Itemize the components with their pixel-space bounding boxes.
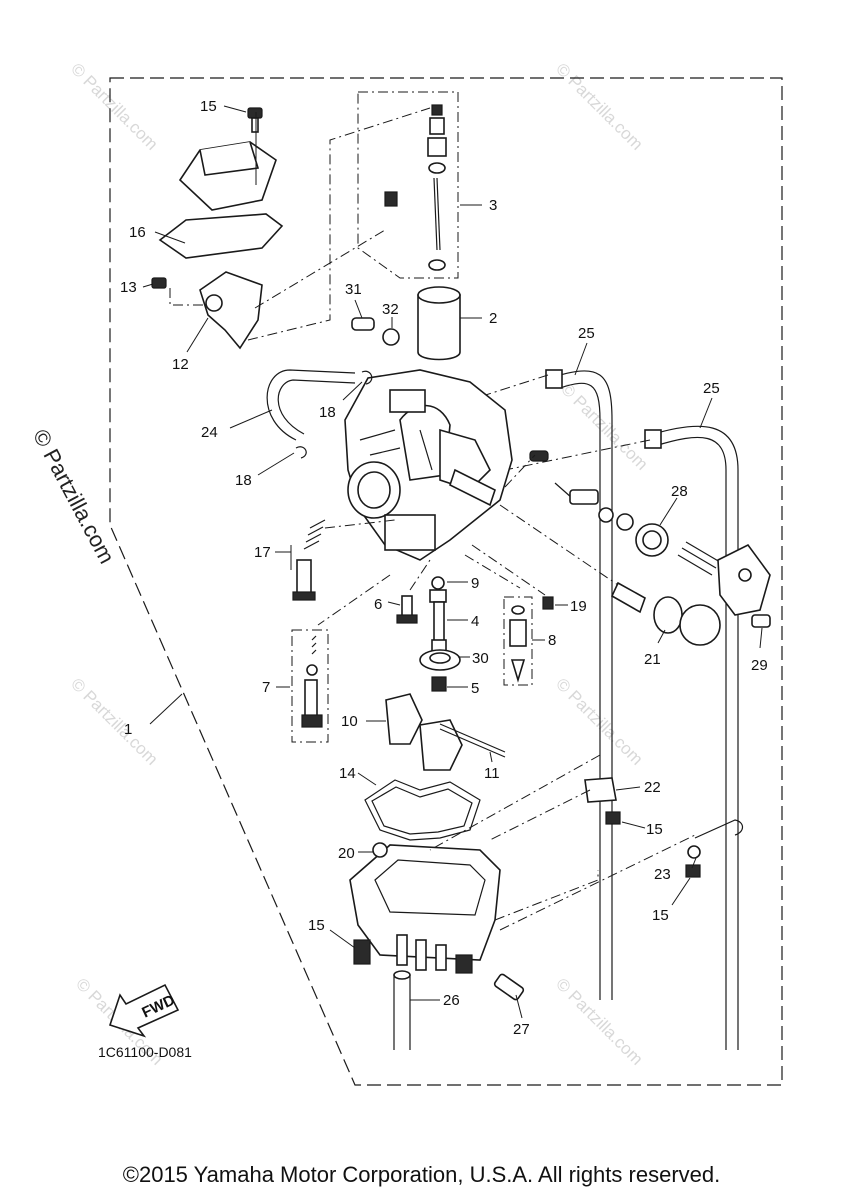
callout-27: 27 [513, 1021, 530, 1038]
drain-hose-group [469, 369, 739, 1050]
callout-24: 24 [201, 424, 218, 441]
callout-25b: 25 [703, 380, 720, 397]
bracket-group [429, 754, 744, 878]
float-bowl-gasket [364, 779, 481, 841]
callout-16: 16 [129, 224, 146, 241]
diagram-code: 1C61100-D081 [98, 1044, 192, 1060]
watermark: © Partzilla.com [552, 59, 646, 153]
callout-15: 15 [200, 98, 217, 115]
leader-lines [142, 105, 763, 1019]
hose-clip [361, 370, 373, 385]
carburetor-body [344, 369, 513, 561]
callout-14: 14 [339, 765, 356, 782]
callout-31: 31 [345, 281, 362, 298]
needle-valve-set-box [503, 596, 533, 686]
fwd-arrow: FWD [108, 983, 180, 1038]
callout-15b: 15 [646, 821, 663, 838]
watermark: © Partzilla.com [552, 674, 646, 768]
watermark: © Partzilla.com [67, 59, 161, 153]
pilot-screw-group-box [291, 629, 329, 743]
callout-3: 3 [489, 197, 497, 214]
callout-15c: 15 [652, 907, 669, 924]
callout-20: 20 [338, 845, 355, 862]
callout-12: 12 [172, 356, 189, 373]
callouts: 15 16 13 12 3 2 31 32 24 18 18 25 25 28 … [120, 98, 768, 1038]
copyright-notice: ©2015 Yamaha Motor Corporation, U.S.A. A… [122, 1162, 721, 1187]
vent-hose [266, 369, 356, 441]
needle-valve-group-box [357, 91, 459, 279]
callout-4: 4 [471, 613, 479, 630]
throttle-valve [417, 286, 461, 361]
watermark: © Partzilla.com [67, 674, 161, 768]
callout-25: 25 [578, 325, 595, 342]
callout-18b: 18 [235, 472, 252, 489]
washer [382, 328, 400, 346]
drain-screw [493, 973, 525, 1001]
callout-6: 6 [374, 596, 382, 613]
callout-5: 5 [471, 680, 479, 697]
watermark: © Partzilla.com [557, 379, 651, 473]
callout-18: 18 [319, 404, 336, 421]
callout-15d: 15 [308, 917, 325, 934]
jet-needle-group [384, 104, 447, 271]
callout-30: 30 [472, 650, 489, 667]
callout-1: 1 [124, 721, 132, 738]
assembly-boundary [109, 77, 783, 1086]
choke-plunger-group [499, 450, 771, 646]
hose-clip [295, 446, 307, 459]
watermark: © Partzilla.com [552, 974, 646, 1068]
callout-19: 19 [570, 598, 587, 615]
callout-17: 17 [254, 544, 271, 561]
callout-23: 23 [654, 866, 671, 883]
top-cover-group [151, 107, 431, 350]
jets-group [301, 544, 554, 728]
drain-hose [393, 970, 411, 1050]
callout-22: 22 [644, 779, 661, 796]
callout-21: 21 [644, 651, 661, 668]
throttle-stop-screw-group [292, 519, 396, 601]
callout-7: 7 [262, 679, 270, 696]
callout-13: 13 [120, 279, 137, 296]
callout-28: 28 [671, 483, 688, 500]
callout-2: 2 [489, 310, 497, 327]
callout-26: 26 [443, 992, 460, 1009]
callout-32: 32 [382, 301, 399, 318]
callout-10: 10 [341, 713, 358, 730]
callout-8: 8 [548, 632, 556, 649]
float-bowl [349, 834, 696, 974]
callout-11: 11 [484, 765, 500, 782]
callout-29: 29 [751, 657, 768, 674]
callout-9: 9 [471, 575, 479, 592]
screw [351, 317, 375, 331]
float-group [385, 693, 506, 771]
